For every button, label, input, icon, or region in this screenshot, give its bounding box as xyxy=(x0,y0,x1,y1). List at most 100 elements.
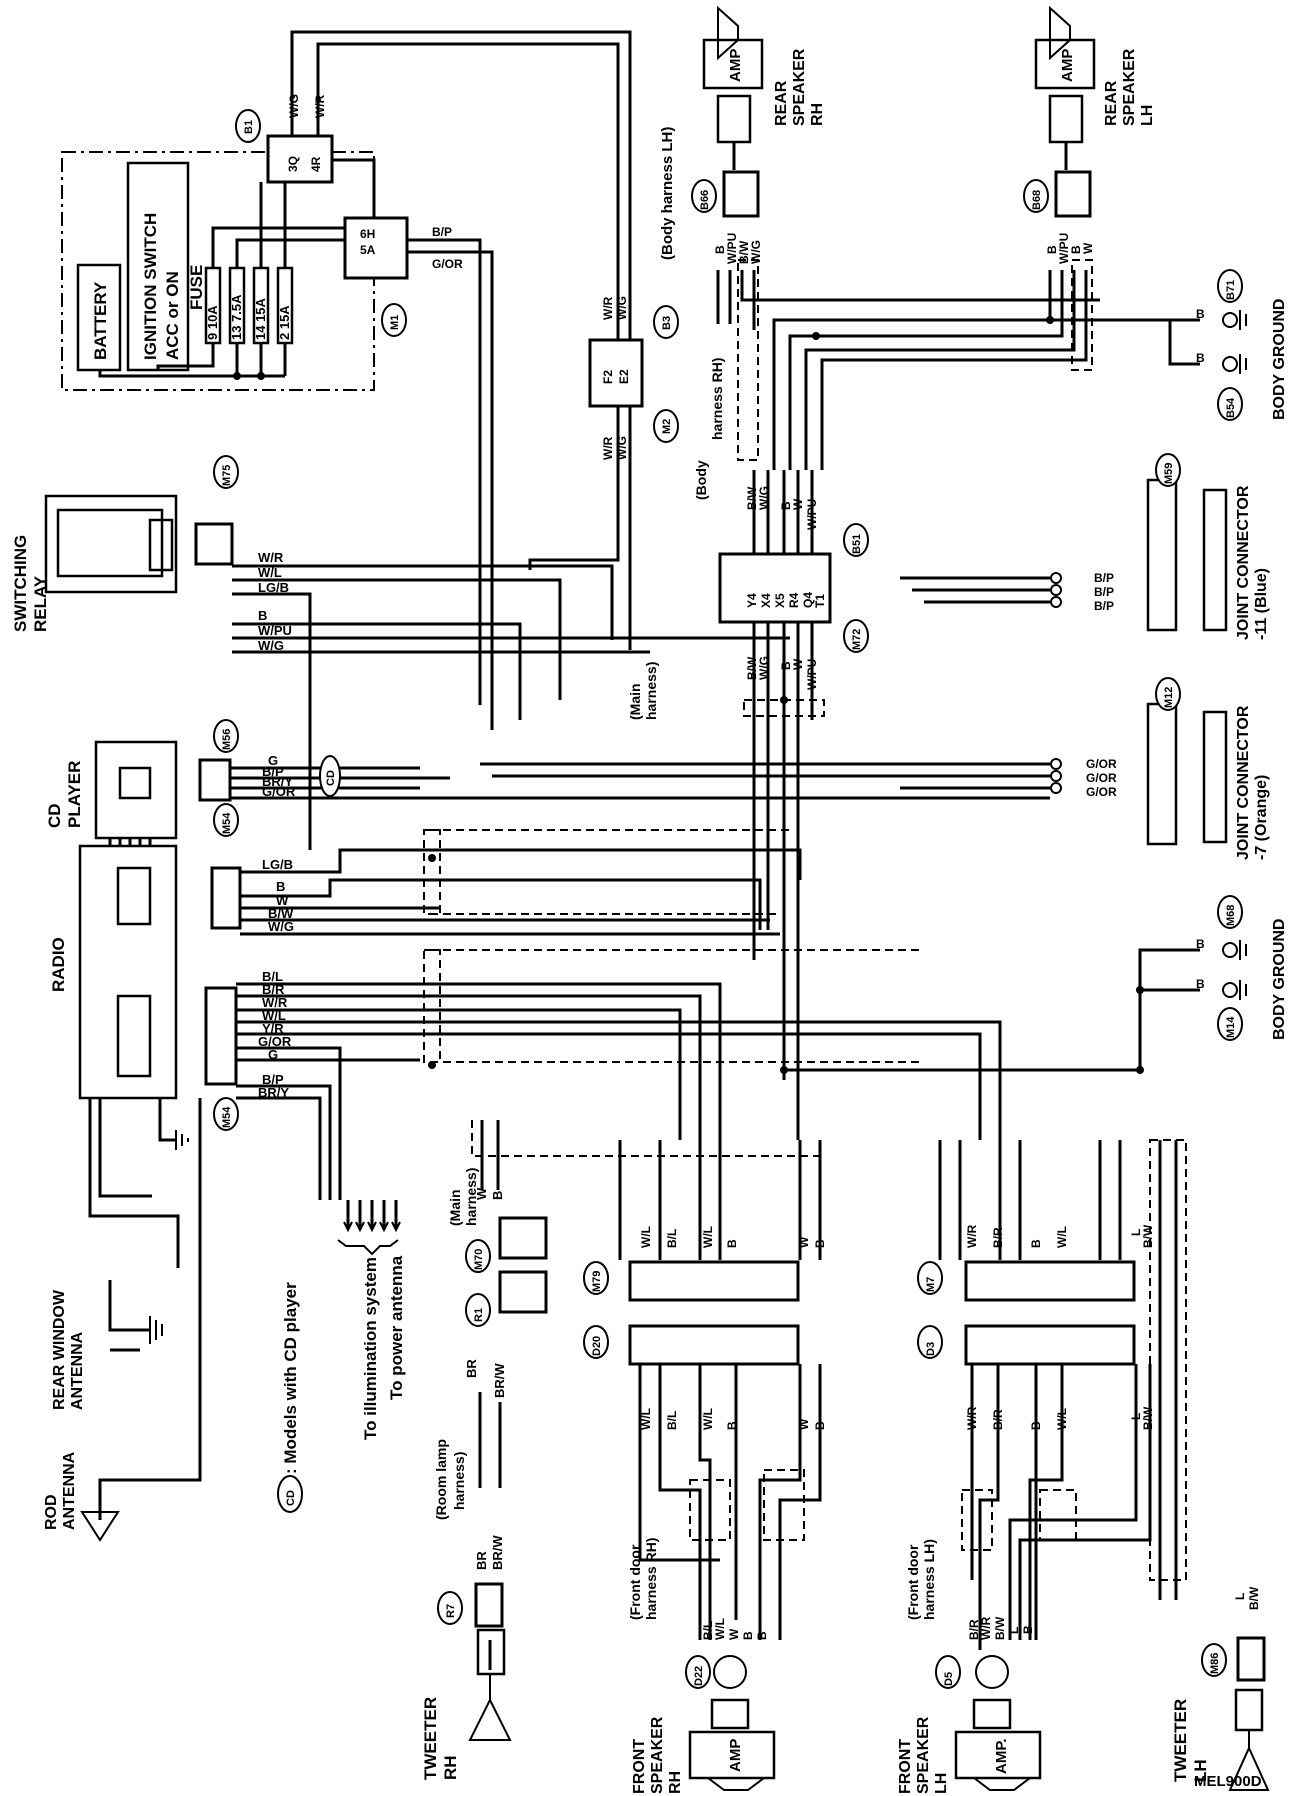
d5-label: D5 xyxy=(943,1672,955,1686)
cd-player-label-1: CD xyxy=(45,803,64,828)
jc7-label-1: JOINT CONNECTOR xyxy=(1235,705,1252,860)
d20-wire-4: B xyxy=(725,1421,739,1430)
rear-speaker-lh-label-1: REAR xyxy=(1103,80,1120,126)
body-ground-top-label: BODY GROUND xyxy=(1271,299,1288,421)
switching-relay-section: SWITCHING RELAY M75 W/R W/L LG/B B W/PU … xyxy=(11,455,790,850)
r1-wire-br: BR xyxy=(464,1359,479,1378)
d5-connector xyxy=(975,1655,1009,1689)
tweeter-lh-body xyxy=(1234,1688,1264,1732)
jc11-wire-2: B/P xyxy=(1094,585,1114,599)
top-wire-wg: W/G xyxy=(287,94,301,118)
m2-term-f2: F2 xyxy=(601,370,615,384)
r7-label: R7 xyxy=(445,1604,457,1618)
m86-wire-1: L xyxy=(1233,1593,1247,1600)
m7-connector xyxy=(964,1260,1136,1302)
body-harness-rh-note-1: (Body xyxy=(693,460,709,500)
b1-connector xyxy=(266,134,334,184)
ignition-switch-label-2: ACC or ON xyxy=(163,271,182,360)
m54b-label: M54 xyxy=(221,1106,233,1128)
d5-wire-2: W/R xyxy=(979,1616,993,1640)
legend: CD : Models with CD player xyxy=(277,1282,303,1513)
rod-antenna-label-1: ROD xyxy=(43,1494,60,1530)
b1-term-4r: 4R xyxy=(309,156,323,172)
r1-label: R1 xyxy=(473,1308,485,1322)
b51-term-5: Q4 xyxy=(801,592,815,608)
r1-wire-brw: BR/W xyxy=(492,1363,507,1398)
m75-wire-5: W/PU xyxy=(258,623,292,638)
radio-a-wire-1: LG/B xyxy=(262,857,293,872)
b51-top-wire-3: B xyxy=(779,501,793,510)
power-antenna-note: To power antenna xyxy=(387,1255,406,1400)
b66-wire-1: B xyxy=(713,245,727,254)
radio-a-wire-4: B/W xyxy=(268,906,294,921)
m1-wire-gor: G/OR xyxy=(432,257,463,271)
d22-wire-2: W/L xyxy=(713,1618,727,1640)
radio-b-wire-4: W/L xyxy=(262,1008,286,1023)
radio-label: RADIO xyxy=(49,937,68,992)
b3-label: B3 xyxy=(661,316,673,330)
front-speaker-rh-amp xyxy=(688,1730,776,1780)
d22-wire-4: B xyxy=(741,1631,755,1640)
b68-wire-3: B xyxy=(1069,245,1083,254)
d5-wire-4: L xyxy=(1007,1627,1021,1634)
radio-b-wire-1: B/L xyxy=(262,969,283,984)
m1-term-5a: 5A xyxy=(360,243,376,257)
m7-wire-3: B xyxy=(1029,1239,1043,1248)
m7-wire-1: W/R xyxy=(965,1224,979,1248)
fuse-1-label: 9 10A xyxy=(205,305,220,340)
radio-box xyxy=(78,844,178,1100)
m75-label: M75 xyxy=(221,465,233,486)
d3-label: D3 xyxy=(925,1342,937,1356)
r7-wire-br: BR xyxy=(474,1551,489,1570)
m2-term-e2: E2 xyxy=(617,369,631,384)
rear-speaker-lh-amp-label: AMP xyxy=(1059,49,1076,82)
b71-wire: B xyxy=(1196,307,1205,321)
m75-connector xyxy=(194,522,234,566)
m1-term-6h: 6H xyxy=(360,227,375,241)
b66-wire-3: B/W xyxy=(737,240,751,264)
b3-wire-wg: W/G xyxy=(615,296,629,320)
m70-wire-w: W xyxy=(474,1187,489,1200)
radio-b-wire-2: B/R xyxy=(262,982,285,997)
m7-wire-5: L xyxy=(1129,1229,1143,1236)
b68-wire-4: W xyxy=(1081,242,1095,254)
body-ground-top: B B B71 B54 BODY GROUND xyxy=(1050,269,1288,421)
m1-wire-bp: B/P xyxy=(432,225,452,239)
front-speaker-lh-label-2: SPEAKER xyxy=(915,1716,932,1794)
switching-relay-label-1: SWITCHING xyxy=(11,535,30,632)
rear-speaker-lh-amp xyxy=(1034,38,1096,90)
front-door-lh-note-1: (Front door xyxy=(905,1544,921,1620)
diagram-id: MEL900D xyxy=(1194,1773,1262,1790)
b51-term-1: Y4 xyxy=(745,593,759,608)
m14-wire: B xyxy=(1196,977,1205,991)
m79-wire-4: B xyxy=(725,1239,739,1248)
front-speaker-rh-label-3: RH xyxy=(667,1771,684,1794)
d22-wire-3: W xyxy=(727,1628,741,1640)
m7-wire-2: B/R xyxy=(991,1227,1005,1248)
d5-wire-3: B/W xyxy=(993,1616,1007,1640)
jc7-wire-3: G/OR xyxy=(1086,785,1117,799)
m75-wire-4: B xyxy=(258,608,267,623)
m79-wire-6: B xyxy=(813,1239,827,1248)
jc11-label-2: -11 (Blue) xyxy=(1253,568,1270,640)
fuse-4-label: 2 15A xyxy=(277,305,292,340)
cd-player-box xyxy=(94,740,178,840)
b3-wire-wr: W/R xyxy=(601,296,615,320)
m2-label: M2 xyxy=(661,419,673,434)
rod-antenna-label-2: ANTENNA xyxy=(61,1451,78,1530)
d5-wire-1: B/R xyxy=(967,1619,981,1640)
rear-speaker-rh-label-3: RH xyxy=(809,103,826,126)
jc11-block-a xyxy=(1146,478,1178,632)
tweeter-lh-horn xyxy=(1228,1730,1270,1791)
main-harness-note-2: harness) xyxy=(463,1168,479,1226)
front-speaker-lh-amp-label: AMP. xyxy=(993,1738,1010,1774)
m79-wire-5: W xyxy=(797,1236,811,1248)
jc7-label-2: -7 (Orange) xyxy=(1253,775,1270,860)
radio-b-wire-3: W/R xyxy=(262,995,288,1010)
front-speaker-rh-label-2: SPEAKER xyxy=(649,1716,666,1794)
b68-wire-2: W/PU xyxy=(1057,233,1071,264)
m70-connector xyxy=(498,1216,548,1260)
m14-label: M14 xyxy=(1225,1016,1237,1038)
switching-relay-box xyxy=(44,494,178,594)
